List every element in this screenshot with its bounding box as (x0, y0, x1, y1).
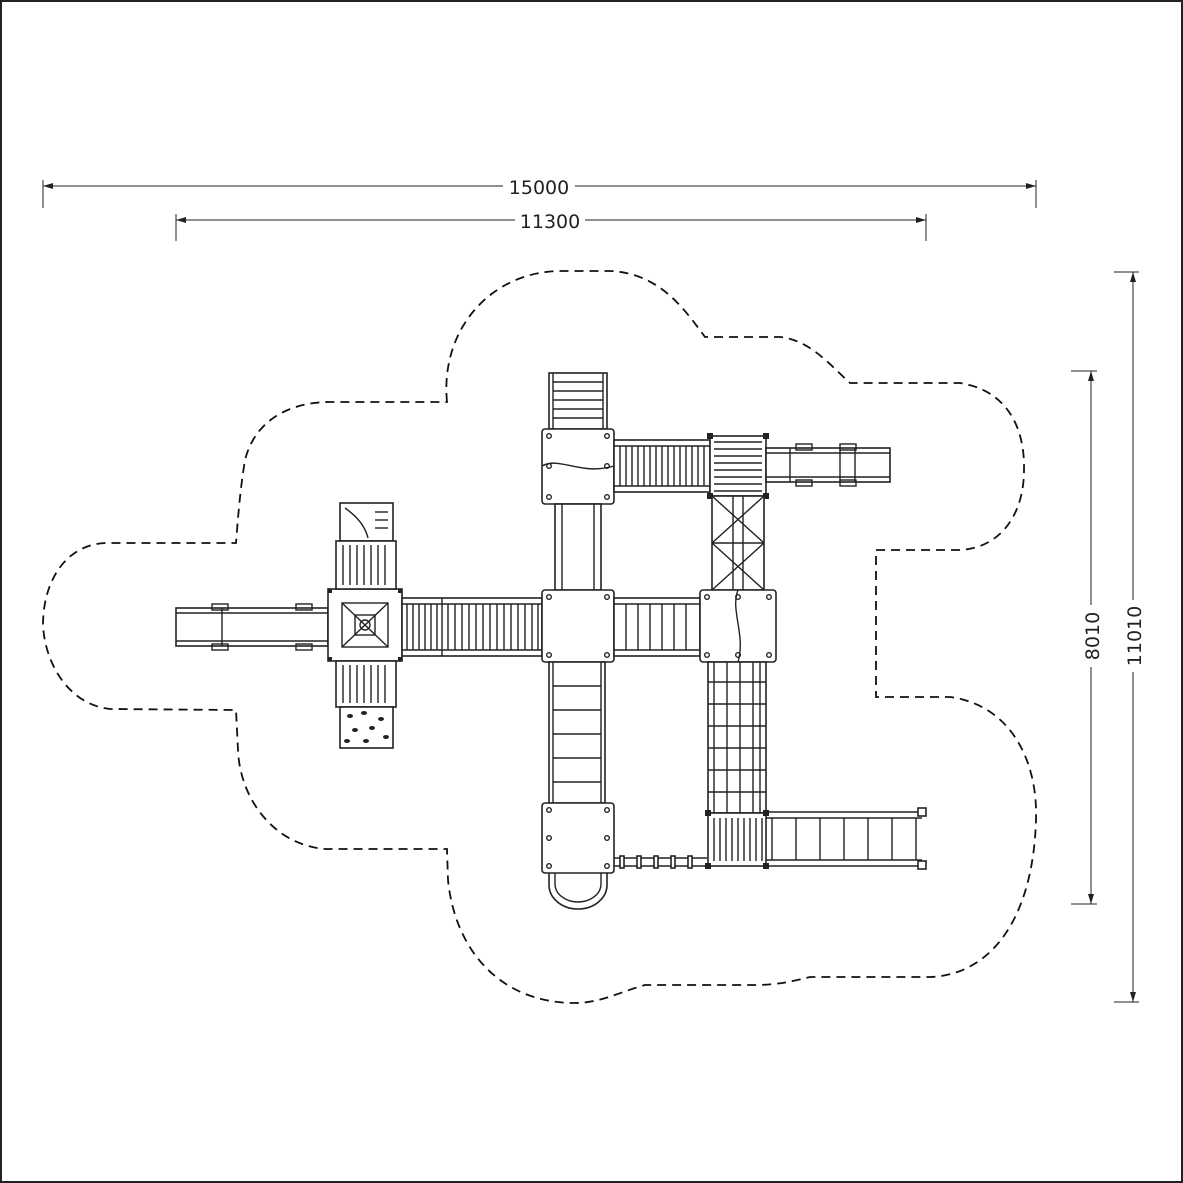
left-tower-lower-deck (335, 660, 397, 708)
left-tower-platform (327, 588, 403, 662)
bottom-right-deck (705, 810, 769, 869)
chain-bridge (614, 855, 707, 869)
net-climber (707, 661, 767, 814)
left-tower-top-ramp (339, 502, 394, 542)
top-ladder (548, 372, 608, 430)
climbing-wall (339, 706, 394, 749)
dimension-label-15000: 15000 (509, 177, 569, 199)
middle-bridge (613, 597, 701, 657)
left-slide (175, 603, 329, 651)
bottom-center-tower (541, 802, 615, 910)
lattice-climber (711, 495, 765, 591)
top-right-slide (765, 443, 891, 487)
dimension-structure-depth: 8010 (1071, 370, 1104, 905)
dimension-overall-width: 15000 (42, 175, 1037, 208)
center-ladder (548, 661, 606, 804)
top-right-deck (707, 433, 769, 499)
dimension-label-8010: 8010 (1082, 612, 1104, 660)
dimension-label-11300: 11300 (520, 211, 580, 233)
center-tower (541, 589, 615, 663)
horizontal-ladder (766, 807, 927, 870)
right-tower (699, 589, 777, 663)
safety-zone-outline (42, 270, 1037, 1004)
left-tower-upper-deck (335, 540, 397, 590)
dimension-overall-depth: 11010 (1114, 271, 1146, 1003)
dimension-structure-width: 11300 (175, 209, 927, 241)
dimension-label-11010: 11010 (1124, 606, 1146, 666)
left-bridge (401, 597, 543, 657)
top-center-tower (541, 428, 615, 505)
top-bridge (613, 439, 711, 493)
center-slide-upper (554, 503, 602, 591)
